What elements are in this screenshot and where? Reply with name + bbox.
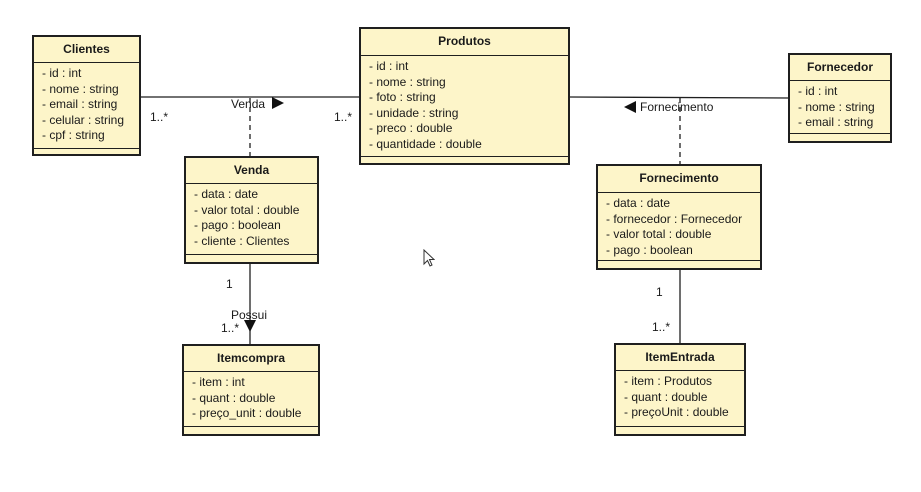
attribute: - item : int bbox=[192, 375, 245, 389]
attribute: - quant : double bbox=[192, 390, 276, 405]
class-title: Venda bbox=[186, 158, 317, 184]
attribute: - nome : string bbox=[798, 99, 875, 114]
class-venda[interactable]: Venda - data : date - valor total : doub… bbox=[184, 156, 319, 264]
attribute: - item : Produtos bbox=[624, 374, 713, 388]
attribute: - foto : string bbox=[369, 90, 436, 104]
attribute: - email : string bbox=[42, 97, 118, 111]
entrada-multiplicity-bottom: 1..* bbox=[652, 320, 671, 334]
attribute: - quant : double bbox=[624, 389, 708, 404]
attribute: - data : date bbox=[606, 196, 671, 210]
class-attributes: - id : int - nome : string - email : str… bbox=[34, 63, 139, 149]
attribute: - preçoUnit : double bbox=[624, 405, 729, 419]
attribute: - valor total : double bbox=[194, 202, 300, 217]
class-attributes: - id : int - nome : string - email : str… bbox=[790, 81, 890, 134]
class-title: Itemcompra bbox=[184, 346, 318, 372]
possui-multiplicity-bottom: 1..* bbox=[221, 321, 240, 335]
fornecimento-association-label: Fornecimento bbox=[640, 100, 714, 114]
class-fornecimento[interactable]: Fornecimento - data : date - fornecedor … bbox=[596, 164, 762, 270]
venda-association-label: Venda bbox=[231, 97, 266, 111]
attribute: - celular : string bbox=[42, 112, 125, 127]
attribute: - nome : string bbox=[42, 81, 119, 96]
entrada-multiplicity-top: 1 bbox=[656, 285, 663, 299]
class-title: Fornecedor bbox=[790, 55, 890, 81]
venda-multiplicity-right: 1..* bbox=[334, 110, 353, 124]
class-attributes: - item : Produtos - quant : double - pre… bbox=[616, 371, 744, 427]
class-attributes: - data : date - fornecedor : Fornecedor … bbox=[598, 193, 760, 261]
class-title: Fornecimento bbox=[598, 166, 760, 193]
class-fornecedor[interactable]: Fornecedor - id : int - nome : string - … bbox=[788, 53, 892, 143]
attribute: - valor total : double bbox=[606, 227, 712, 241]
class-itementrada[interactable]: ItemEntrada - item : Produtos - quant : … bbox=[614, 343, 746, 436]
class-title: Clientes bbox=[34, 37, 139, 63]
attribute: - id : int bbox=[798, 84, 838, 98]
attribute: - id : int bbox=[369, 59, 409, 73]
attribute: - cliente : Clientes bbox=[194, 233, 290, 248]
attribute: - quantidade : double bbox=[369, 136, 482, 151]
attribute: - preço_unit : double bbox=[192, 406, 302, 420]
fornecimento-direction-arrow bbox=[624, 101, 636, 113]
class-clientes[interactable]: Clientes - id : int - nome : string - em… bbox=[32, 35, 141, 156]
class-title: ItemEntrada bbox=[616, 345, 744, 371]
association-fornecimento-line bbox=[569, 96, 790, 99]
class-itemcompra[interactable]: Itemcompra - item : int - quant : double… bbox=[182, 344, 320, 436]
venda-multiplicity-left: 1..* bbox=[150, 110, 169, 124]
attribute: - nome : string bbox=[369, 74, 446, 89]
possui-multiplicity-top: 1 bbox=[226, 277, 233, 291]
possui-association-label: Possui bbox=[231, 308, 268, 322]
attribute: - cpf : string bbox=[42, 128, 105, 142]
attribute: - data : date bbox=[194, 187, 259, 201]
class-attributes: - id : int - nome : string - foto : stri… bbox=[361, 56, 568, 157]
attribute: - pago : boolean bbox=[606, 242, 693, 257]
attribute: - unidade : string bbox=[369, 105, 459, 120]
attribute: - id : int bbox=[42, 66, 82, 80]
class-attributes: - data : date - valor total : double - p… bbox=[186, 184, 317, 255]
class-title: Produtos bbox=[361, 29, 568, 56]
mouse-cursor-icon bbox=[423, 249, 435, 267]
attribute: - pago : boolean bbox=[194, 218, 281, 232]
class-produtos[interactable]: Produtos - id : int - nome : string - fo… bbox=[359, 27, 570, 165]
venda-direction-arrow bbox=[272, 97, 284, 109]
attribute: - preco : double bbox=[369, 121, 453, 135]
class-attributes: - item : int - quant : double - preço_un… bbox=[184, 372, 318, 427]
attribute: - email : string bbox=[798, 115, 874, 129]
possui-direction-arrow bbox=[244, 320, 256, 332]
attribute: - fornecedor : Fornecedor bbox=[606, 211, 743, 226]
